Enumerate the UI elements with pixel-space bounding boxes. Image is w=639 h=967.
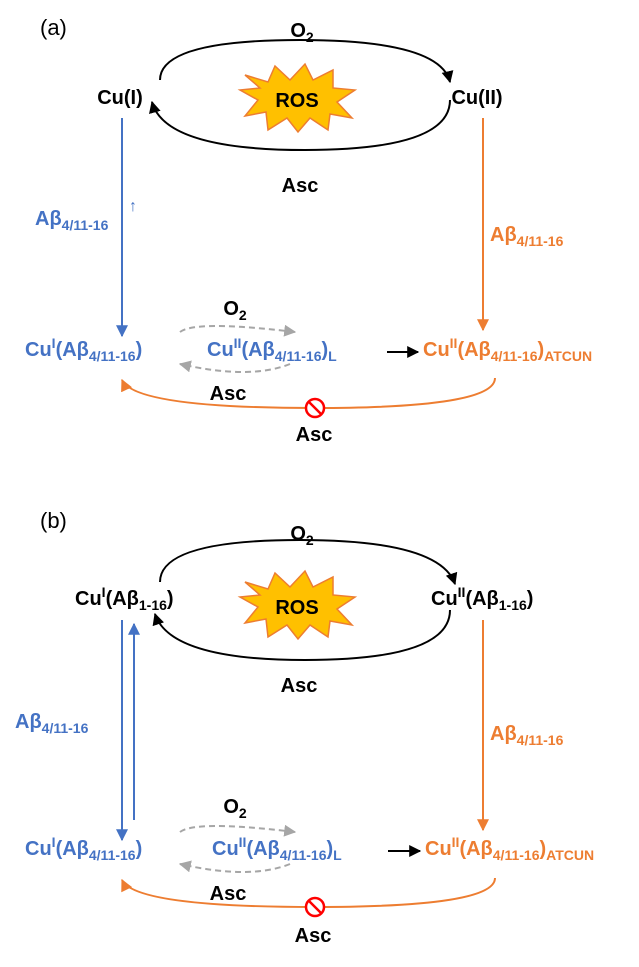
left-abeta-label: Aβ4/11-16 bbox=[15, 711, 89, 736]
cu-ii-label: Cu(II) bbox=[451, 87, 502, 109]
asc-label-top: Asc bbox=[282, 175, 319, 197]
o2-label-top: O2 bbox=[290, 20, 314, 45]
asc-label-dashed: Asc bbox=[210, 883, 247, 905]
reduction-arc bbox=[149, 99, 451, 152]
blocked-icon bbox=[304, 397, 326, 419]
blocked-icon bbox=[304, 896, 326, 918]
cu-ii-abeta-l-label: CuII(Aβ4/11-16)L bbox=[207, 335, 337, 364]
asc-label-blocked: Asc bbox=[295, 925, 332, 947]
oxidation-arc bbox=[159, 538, 458, 586]
ros-label: ROS bbox=[275, 597, 318, 619]
right-abeta-label: Aβ4/11-16 bbox=[490, 224, 564, 249]
reduction-arc bbox=[152, 609, 451, 662]
asc-label-blocked: Asc bbox=[296, 424, 333, 446]
dashed-reduction-arrow bbox=[178, 860, 291, 873]
o2-label-dashed: O2 bbox=[223, 298, 247, 323]
dashed-oxidation-arrow bbox=[179, 824, 297, 837]
ros-burst bbox=[237, 62, 358, 134]
asc-label-top: Asc bbox=[281, 675, 318, 697]
cu-ii-abeta-l-label: CuII(Aβ4/11-16)L bbox=[212, 834, 342, 863]
cu-ii-abeta-atcun-label: CuII(Aβ4/11-16)ATCUN bbox=[425, 834, 594, 863]
cu-ii-abeta-1-16-label: CuII(Aβ1-16) bbox=[431, 584, 533, 613]
panel-b-label: (b) bbox=[40, 508, 67, 533]
o2-label-top: O2 bbox=[290, 523, 314, 548]
left-abeta-label: Aβ4/11-16 bbox=[35, 208, 109, 233]
right-abeta-label: Aβ4/11-16 bbox=[490, 723, 564, 748]
cu-i-label: Cu(I) bbox=[97, 87, 143, 109]
dashed-reduction-arrow bbox=[178, 360, 291, 373]
o2-label-dashed: O2 bbox=[223, 796, 247, 821]
ros-burst bbox=[237, 569, 358, 641]
panel-a-label: (a) bbox=[40, 15, 67, 40]
panel-b: (b) O2 Asc ROS CuI(Aβ1-16) CuII(Aβ1-16) … bbox=[15, 508, 594, 947]
cu-ii-abeta-atcun-label: CuII(Aβ4/11-16)ATCUN bbox=[423, 335, 592, 364]
asc-label-dashed: Asc bbox=[210, 383, 247, 405]
cu-i-abeta-label: CuI(Aβ4/11-16) bbox=[25, 335, 142, 364]
dashed-oxidation-arrow bbox=[179, 324, 297, 337]
cu-i-abeta-label: CuI(Aβ4/11-16) bbox=[25, 834, 142, 863]
cu-i-abeta-1-16-label: CuI(Aβ1-16) bbox=[75, 584, 174, 613]
ros-label: ROS bbox=[275, 90, 318, 112]
panel-a: (a) O2 Asc ROS Cu(I) Cu(II) Aβ4/11-16 ↑ … bbox=[25, 15, 592, 446]
small-up-arrow-icon: ↑ bbox=[129, 198, 137, 215]
oxidation-arc bbox=[159, 38, 454, 84]
